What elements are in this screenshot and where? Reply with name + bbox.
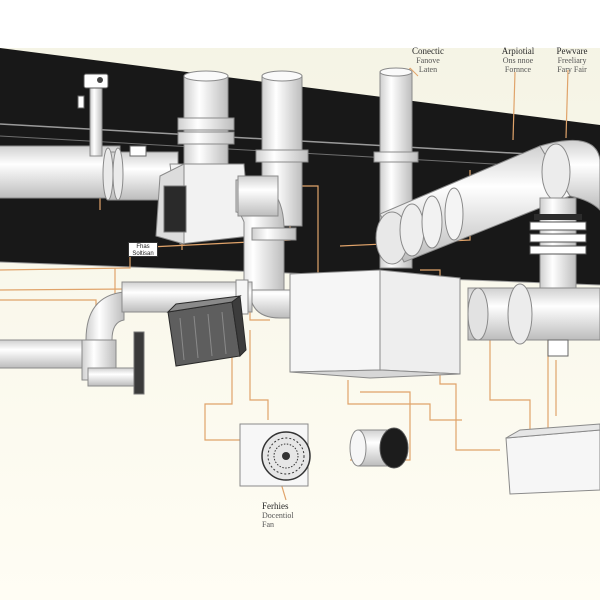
fan-grille-icon [239, 423, 311, 487]
tag-line-2: Soltisan [132, 250, 154, 257]
callout-4-title: Ferhies [262, 501, 289, 511]
callout-4-line2: Docentiol [262, 511, 294, 520]
tag-line-1: Fhas [136, 244, 150, 250]
callout-4-line3: Fan [262, 520, 274, 529]
sensor-mast [77, 73, 147, 157]
callout-label-4: Ferhies Docentiol Fan [262, 501, 322, 530]
callout-label-2: Arpiotial Ons nnoe Fornnce [496, 46, 540, 75]
callout-2-line2: Ons nnoe [502, 56, 534, 65]
unit-tag: Fhas Soltisan [128, 242, 158, 257]
left-supply-duct [0, 145, 179, 201]
callout-3-line3: Fary Fair [557, 65, 587, 74]
sensor-icon [129, 145, 147, 157]
callout-label-3: Pewvare Freeliary Fary Fair [550, 46, 594, 75]
callout-3-title: Pewvare [556, 46, 588, 56]
sensor-icon [83, 73, 109, 89]
callout-leaders [409, 67, 419, 77]
main-trunk-duct [375, 139, 600, 265]
callout-label-1: Conectic Fanove Laten [404, 46, 452, 75]
callout-3-line2: Freeliary [557, 56, 587, 65]
condenser-box [505, 423, 600, 495]
callout-2-line3: Fornnce [504, 65, 532, 74]
callout-2-title: Arpiotial [501, 46, 535, 56]
exhaust-stack [529, 197, 587, 289]
duct-cap-icon [349, 427, 409, 469]
ceiling-band [0, 0, 600, 48]
air-handler-icon [166, 295, 247, 367]
right-return-duct [467, 283, 600, 357]
callout-1-line2: Fanove [416, 56, 440, 65]
callout-1-line3: Laten [418, 65, 438, 74]
air-handler-unit [289, 269, 461, 379]
damper-icon [133, 331, 145, 395]
callout-1-title: Conectic [412, 46, 444, 56]
riser-duct-1 [155, 70, 251, 245]
